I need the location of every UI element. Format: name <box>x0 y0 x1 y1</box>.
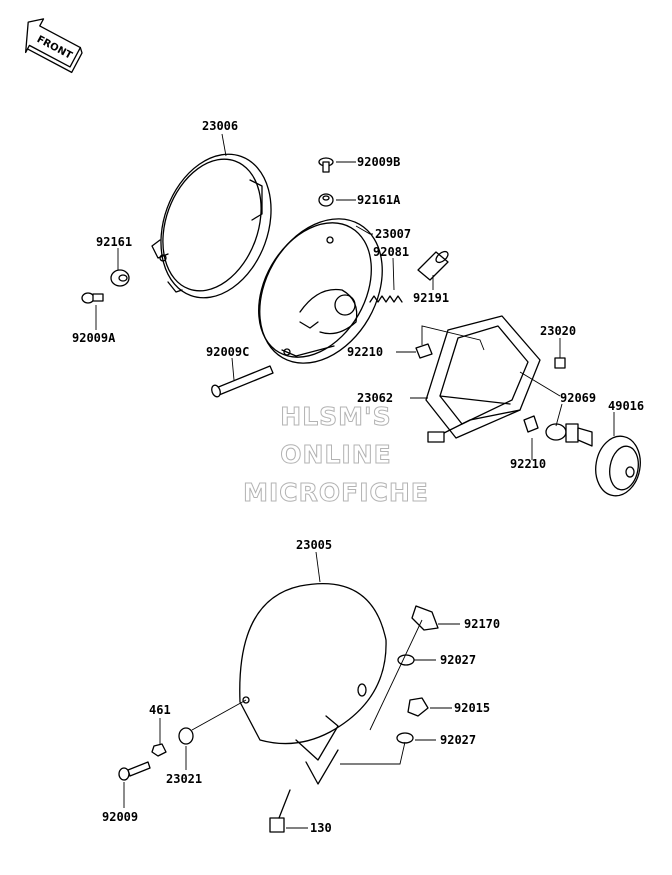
label-92009A[interactable]: 92009A <box>72 331 116 345</box>
label-23021[interactable]: 23021 <box>166 772 202 786</box>
label-23006[interactable]: 23006 <box>202 119 238 133</box>
label-92009[interactable]: 92009 <box>102 810 138 824</box>
part-92170-bracket[interactable] <box>411 605 439 631</box>
label-92027-lower[interactable]: 92027 <box>440 733 476 747</box>
label-130[interactable]: 130 <box>310 821 332 835</box>
label-92009C[interactable]: 92009C <box>206 345 249 359</box>
part-92210-clip-upper[interactable] <box>415 343 433 359</box>
part-92210-clip-lower[interactable] <box>523 415 539 433</box>
part-461-nut[interactable] <box>151 743 167 757</box>
label-92210-lower[interactable]: 92210 <box>510 457 546 471</box>
part-labels: 23006 92009B 92161A 23007 92081 92191 92… <box>72 119 644 835</box>
part-92009B-screw[interactable] <box>318 157 334 173</box>
part-92191-tube[interactable] <box>417 249 450 281</box>
label-92161[interactable]: 92161 <box>96 235 132 249</box>
part-23021-grommet[interactable] <box>178 727 194 745</box>
watermark-line-3: MICROFICHE <box>243 478 429 507</box>
label-92210-upper[interactable]: 92210 <box>347 345 383 359</box>
part-92015-nut[interactable] <box>407 697 429 717</box>
label-49016[interactable]: 49016 <box>608 399 644 413</box>
label-92027-upper[interactable]: 92027 <box>440 653 476 667</box>
part-23020-nut[interactable] <box>554 357 566 369</box>
label-92170[interactable]: 92170 <box>464 617 500 631</box>
label-23007[interactable]: 23007 <box>375 227 411 241</box>
label-92069[interactable]: 92069 <box>560 391 596 405</box>
label-92191[interactable]: 92191 <box>413 291 449 305</box>
part-92161A-grommet[interactable] <box>318 193 334 207</box>
part-92009C-screw[interactable] <box>210 365 274 398</box>
part-92161-grommet[interactable] <box>110 269 130 287</box>
part-92009A-screw[interactable] <box>81 292 104 304</box>
label-92009B[interactable]: 92009B <box>357 155 400 169</box>
part-92009-screw[interactable] <box>118 761 151 781</box>
part-92081-spring[interactable] <box>369 295 403 303</box>
label-92081[interactable]: 92081 <box>373 245 409 259</box>
watermark-line-2: ONLINE <box>280 440 391 469</box>
label-461[interactable]: 461 <box>149 703 171 717</box>
part-92069-bulb[interactable] <box>545 423 593 447</box>
watermark-line-1: HLSM'S <box>280 402 391 431</box>
label-23062[interactable]: 23062 <box>357 391 393 405</box>
watermark: HLSM'S ONLINE MICROFICHE <box>243 402 429 508</box>
label-23005[interactable]: 23005 <box>296 538 332 552</box>
part-92027-washer-lower[interactable] <box>396 732 414 744</box>
part-130-bolt[interactable] <box>269 789 291 833</box>
part-23062-frame[interactable] <box>425 315 541 443</box>
label-92015[interactable]: 92015 <box>454 701 490 715</box>
part-23007-housing[interactable] <box>235 197 407 385</box>
leader-lines <box>95 133 615 829</box>
front-arrow-icon: FRONT <box>25 18 83 74</box>
part-23005-case[interactable] <box>239 582 387 785</box>
part-23006-rim[interactable] <box>142 139 290 314</box>
part-49016-boot[interactable] <box>591 433 645 500</box>
part-92027-washer-upper[interactable] <box>397 654 415 666</box>
label-23020[interactable]: 23020 <box>540 324 576 338</box>
label-92161A[interactable]: 92161A <box>357 193 401 207</box>
